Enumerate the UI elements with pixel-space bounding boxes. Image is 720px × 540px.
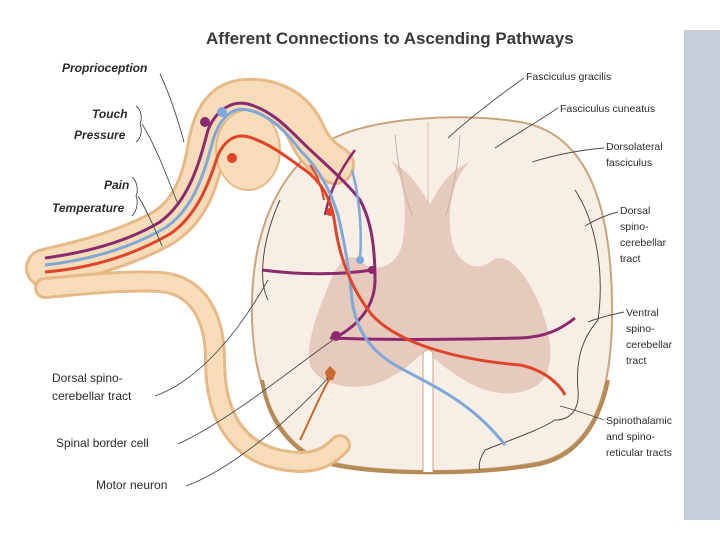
label-ventral-spinocerebellar-4: tract — [626, 355, 647, 367]
spinal-border-cell-body — [331, 331, 341, 341]
proprioception-cell-body — [200, 117, 210, 127]
label-dorsolateral-2: fasciculus — [606, 157, 652, 169]
label-dorsal-spinocerebellar-1: Dorsal — [620, 205, 650, 217]
touch-cell-body — [217, 107, 227, 117]
label-dorsal-spinocerebellar-2: spino- — [620, 221, 649, 233]
label-dorsal-spinocerebellar-3: cerebellar — [620, 237, 667, 249]
label-fasciculus-cuneatus: Fasciculus cuneatus — [560, 103, 655, 115]
label-dorsal-spino-2: cerebellar tract — [52, 389, 132, 403]
diagram-title: Afferent Connections to Ascending Pathwa… — [206, 29, 574, 48]
dorsal-horn-terminal — [368, 266, 376, 274]
label-pressure: Pressure — [74, 128, 126, 142]
label-ventral-spinocerebellar-3: cerebellar — [626, 339, 673, 351]
brace-touch-pressure — [136, 106, 141, 142]
label-ventral-spinocerebellar-1: Ventral — [626, 307, 659, 319]
label-motor-neuron: Motor neuron — [96, 478, 167, 492]
label-dorsal-spino-1: Dorsal spino- — [52, 371, 123, 385]
label-temperature: Temperature — [52, 201, 125, 215]
label-spinal-border-cell: Spinal border cell — [56, 436, 149, 450]
touch-terminal — [356, 256, 364, 264]
label-spinothalamic-2: and spino- — [606, 431, 656, 443]
label-dorsolateral-1: Dorsolateral — [606, 141, 663, 153]
label-dorsal-spinocerebellar-4: tract — [620, 253, 641, 265]
pain-terminal — [326, 208, 334, 216]
ventral-median-fissure — [423, 350, 433, 472]
label-pain: Pain — [104, 178, 129, 192]
label-ventral-spinocerebellar-2: spino- — [626, 323, 655, 335]
label-spinothalamic-3: reticular tracts — [606, 447, 672, 459]
label-proprioception: Proprioception — [62, 61, 147, 75]
label-touch: Touch — [92, 107, 128, 121]
leader-proprioception — [160, 74, 184, 142]
dorsal-root-ganglion — [216, 110, 280, 190]
pain-cell-body — [227, 153, 237, 163]
label-fasciculus-gracilis: Fasciculus gracilis — [526, 71, 611, 83]
label-spinothalamic-1: Spinothalamic — [606, 415, 672, 427]
right-edge-strip — [684, 30, 720, 520]
brace-pain-temperature — [132, 177, 137, 216]
